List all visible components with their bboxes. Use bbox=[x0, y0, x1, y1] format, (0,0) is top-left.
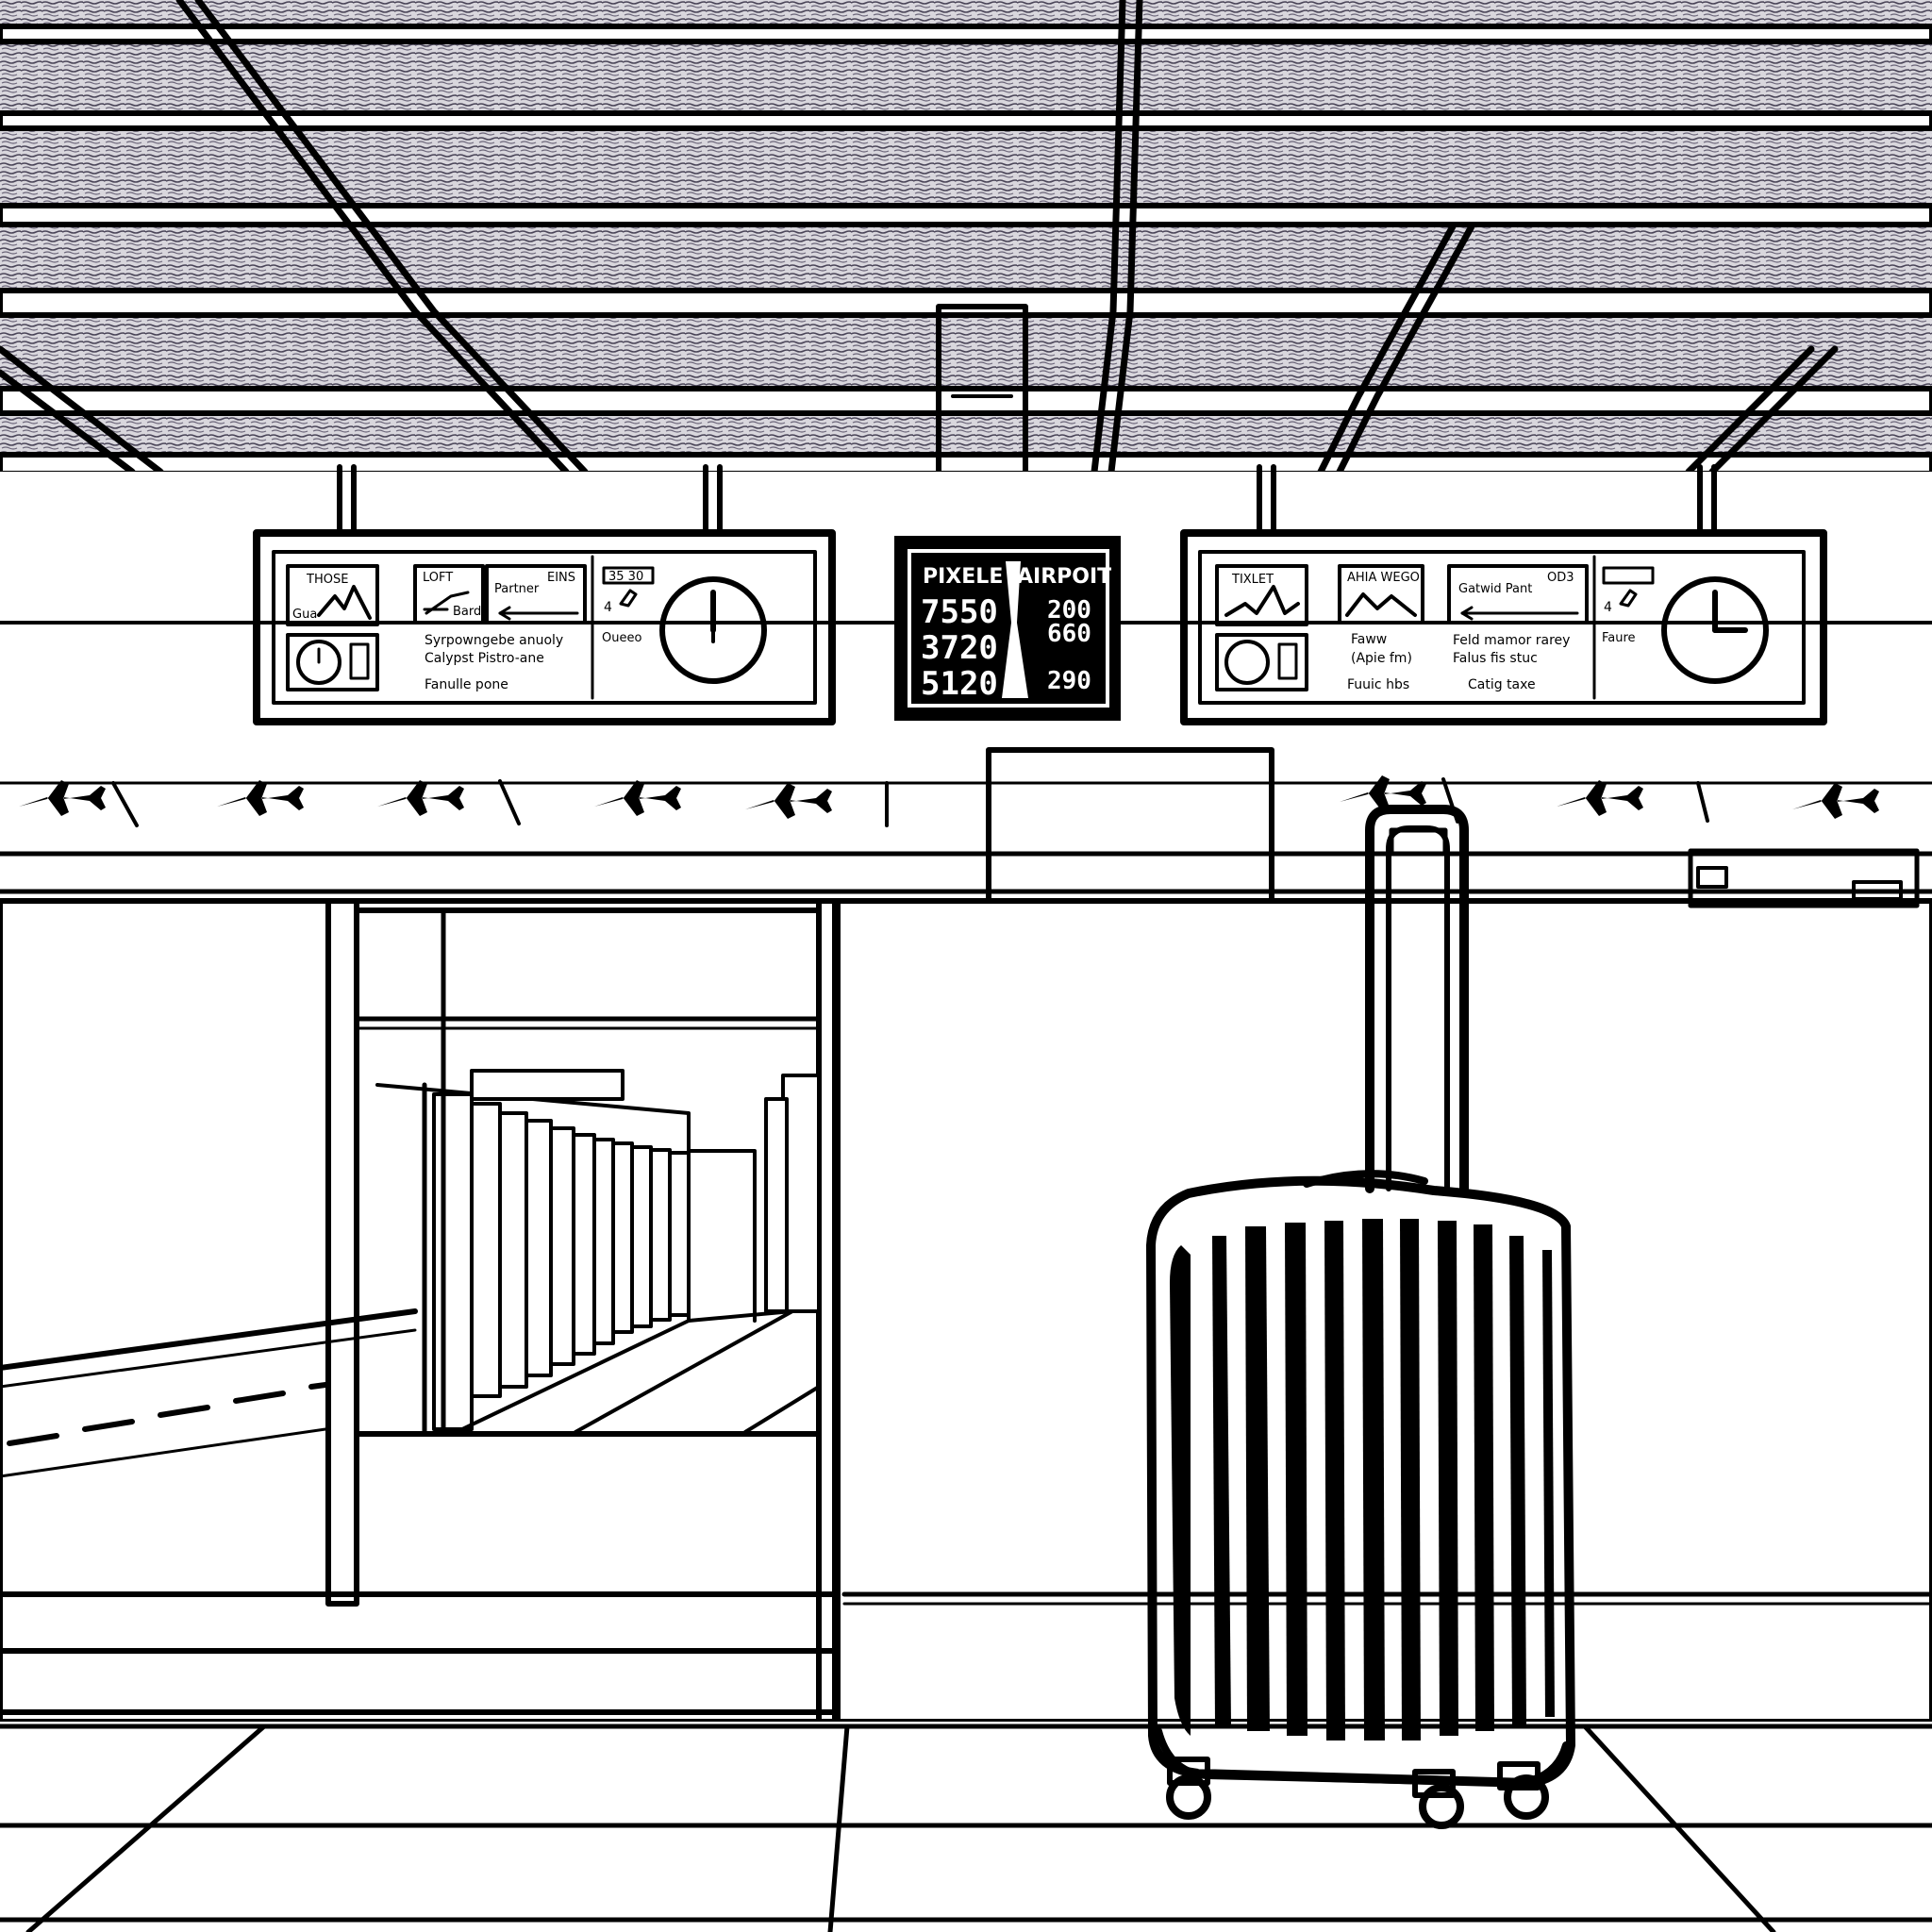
screen-left-line1: Syrpowngebe anuoly bbox=[425, 633, 563, 648]
small-note-right: Faure bbox=[1602, 631, 1636, 645]
route-panel-right: Gatwid Pant OD3 bbox=[1447, 564, 1589, 625]
board-row1-right: 200 bbox=[1047, 596, 1091, 625]
graph-panel-right: AHIA WEGO bbox=[1338, 564, 1424, 625]
screen-right-line6: Catig taxe bbox=[1468, 677, 1536, 692]
ceiling bbox=[0, 0, 1932, 479]
board-row3-right: 290 bbox=[1047, 667, 1091, 695]
suitcase-ribs bbox=[1170, 1219, 1555, 1740]
clock-icon bbox=[659, 576, 767, 684]
screen-left-line2: Calypst Pistro-ane bbox=[425, 651, 544, 666]
screen-left-line3: Fanulle pone bbox=[425, 677, 508, 692]
airplane-decoration bbox=[19, 775, 1879, 827]
panel2-sub: Bard bbox=[453, 605, 481, 619]
screen-right-line5: Falus fis stuc bbox=[1453, 651, 1538, 666]
tarmac bbox=[0, 1308, 418, 1478]
suitcase-handle bbox=[1365, 805, 1469, 1193]
small-value-left: 4 bbox=[604, 600, 612, 615]
small-top-left: 35 30 bbox=[608, 570, 643, 584]
window-to-jet-bridge bbox=[354, 908, 822, 1437]
panel1-sub: Gua bbox=[292, 608, 317, 622]
screen-right-line3: Fuuic hbs bbox=[1347, 677, 1409, 692]
left-counter bbox=[0, 898, 841, 1724]
panel3-sub-right: OD3 bbox=[1547, 571, 1574, 585]
board-row3-left: 5120 bbox=[921, 665, 998, 703]
suitcase-wheels bbox=[1166, 1757, 1549, 1829]
screen-right-line4: Feld mamor rarey bbox=[1453, 633, 1570, 648]
clock-icon bbox=[1661, 576, 1769, 684]
board-header-right: AIRPOIT bbox=[1017, 565, 1111, 589]
panel3-label: Partner bbox=[494, 582, 540, 596]
floor bbox=[0, 1722, 1932, 1932]
graph-panel-left: LOFT Bard bbox=[413, 564, 485, 625]
board-row2-left: 3720 bbox=[921, 629, 998, 667]
board-row2-right: 660 bbox=[1047, 620, 1091, 648]
gauge-panel-right bbox=[1215, 633, 1308, 691]
screen-right-line2: (Apie fm) bbox=[1351, 651, 1412, 666]
small-note-left: Oueeo bbox=[602, 631, 641, 645]
board-row1-left: 7550 bbox=[921, 593, 998, 631]
info-screen-right: TIXLET AHIA WEGO Gatwid Pant OD3 Faww (A… bbox=[1180, 529, 1827, 725]
panel3-sub: EINS bbox=[547, 571, 575, 585]
gauge-panel-left bbox=[286, 633, 379, 691]
hanging-rods bbox=[337, 464, 1717, 536]
board-header-left: PIXELE bbox=[923, 565, 1003, 589]
chart-panel-left: THOSE Gua bbox=[286, 564, 379, 626]
small-value-right: 4 bbox=[1604, 600, 1612, 615]
suitcase bbox=[1146, 805, 1575, 1829]
panel3-label-right: Gatwid Pant bbox=[1458, 582, 1532, 596]
panel2-label-right: AHIA WEGO bbox=[1347, 571, 1420, 585]
info-screen-left: THOSE Gua LOFT Bard Partner EINS S bbox=[253, 529, 836, 725]
panel1-label-right: TIXLET bbox=[1231, 573, 1274, 587]
chart-panel-right: TIXLET bbox=[1215, 564, 1308, 626]
panel1-label: THOSE bbox=[306, 573, 348, 587]
panel2-label: LOFT bbox=[423, 571, 453, 585]
departure-board: PIXELE AIRPOIT 7550 200 3720 660 5120 29… bbox=[894, 536, 1121, 721]
route-panel-left: Partner EINS bbox=[485, 564, 587, 625]
screen-right-line1: Faww bbox=[1351, 632, 1387, 647]
